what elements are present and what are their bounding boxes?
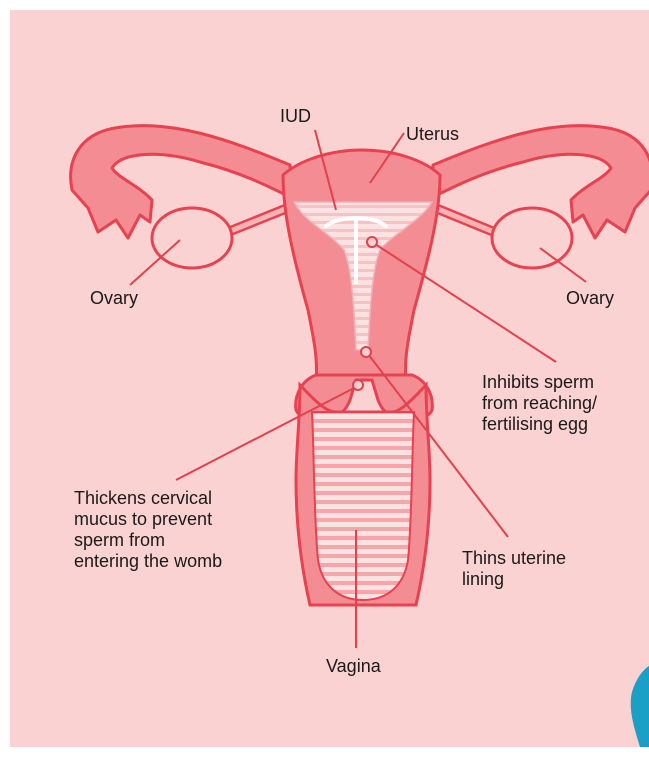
annotation-thins-line2: lining: [462, 569, 566, 590]
teal-decoration: [631, 666, 649, 747]
annotation-thickens-line4: entering the womb: [74, 551, 222, 572]
label-ovary-left: Ovary: [90, 288, 138, 309]
annotation-thins-line1: Thins uterine: [462, 548, 566, 569]
label-uterus: Uterus: [406, 124, 459, 145]
label-ovary-right: Ovary: [566, 288, 614, 309]
annotation-inhibits-line2: from reaching/: [482, 393, 597, 414]
thins-dot: [361, 347, 371, 357]
annotation-thins: Thins uterine lining: [462, 548, 566, 590]
thickens-dot: [353, 380, 363, 390]
diagram-panel: IUD Uterus Ovary Ovary Inhibits sperm fr…: [10, 10, 649, 747]
annotation-inhibits: Inhibits sperm from reaching/ fertilisin…: [482, 372, 597, 435]
right-ovary: [492, 208, 572, 268]
annotation-thickens-line2: mucus to prevent: [74, 509, 222, 530]
label-vagina: Vagina: [326, 656, 381, 677]
annotation-thickens-line1: Thickens cervical: [74, 488, 222, 509]
label-iud: IUD: [280, 106, 311, 127]
inhibits-dot: [367, 237, 377, 247]
annotation-thickens: Thickens cervical mucus to prevent sperm…: [74, 488, 222, 572]
left-ovary: [152, 208, 232, 268]
vaginal-canal: [312, 412, 414, 600]
annotation-inhibits-line1: Inhibits sperm: [482, 372, 597, 393]
annotation-inhibits-line3: fertilising egg: [482, 414, 597, 435]
annotation-thickens-line3: sperm from: [74, 530, 222, 551]
